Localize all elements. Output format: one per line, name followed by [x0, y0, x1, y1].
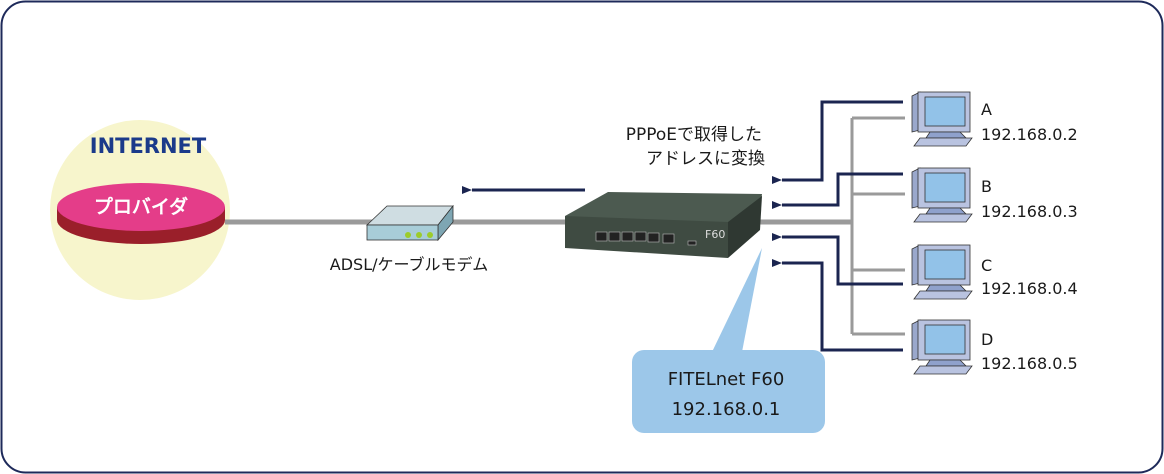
- pc-ip: 192.168.0.3: [981, 202, 1078, 221]
- pc-ip: 192.168.0.5: [981, 354, 1078, 373]
- pc-name: D: [981, 330, 993, 349]
- pc-d: D 192.168.0.5: [911, 319, 1078, 375]
- computer-icon: [911, 244, 973, 300]
- router-callout: [632, 248, 825, 433]
- nat-note-line2: アドレスに変換: [646, 149, 765, 169]
- pc-name: A: [981, 100, 992, 119]
- pc-b: B 192.168.0.3: [911, 167, 1078, 223]
- pc-name: C: [981, 256, 992, 275]
- router-icon: [565, 192, 762, 258]
- provider-disk: [57, 183, 225, 244]
- pc-ip: 192.168.0.4: [981, 279, 1078, 298]
- nat-arrows: [772, 100, 903, 352]
- pc-c: C 192.168.0.4: [911, 244, 1078, 300]
- callout-router-name: FITELnet F60: [668, 369, 785, 390]
- pc-ip: 192.168.0.2: [981, 125, 1078, 144]
- pc-a: A 192.168.0.2: [911, 91, 1078, 147]
- computer-icon: [911, 91, 973, 147]
- nat-note-line1: PPPoEで取得した: [626, 125, 762, 145]
- modem-label: ADSL/ケーブルモデム: [330, 255, 488, 274]
- pc-name: B: [981, 177, 992, 196]
- computer-icon: [911, 167, 973, 223]
- router-model-badge: F60: [705, 228, 725, 241]
- provider-label: プロバイダ: [94, 195, 188, 218]
- modem-icon: [365, 204, 454, 242]
- callout-router-ip: 192.168.0.1: [672, 399, 781, 420]
- computer-icon: [911, 319, 973, 375]
- internet-label: INTERNET: [90, 134, 207, 158]
- lan-cables: [850, 116, 905, 336]
